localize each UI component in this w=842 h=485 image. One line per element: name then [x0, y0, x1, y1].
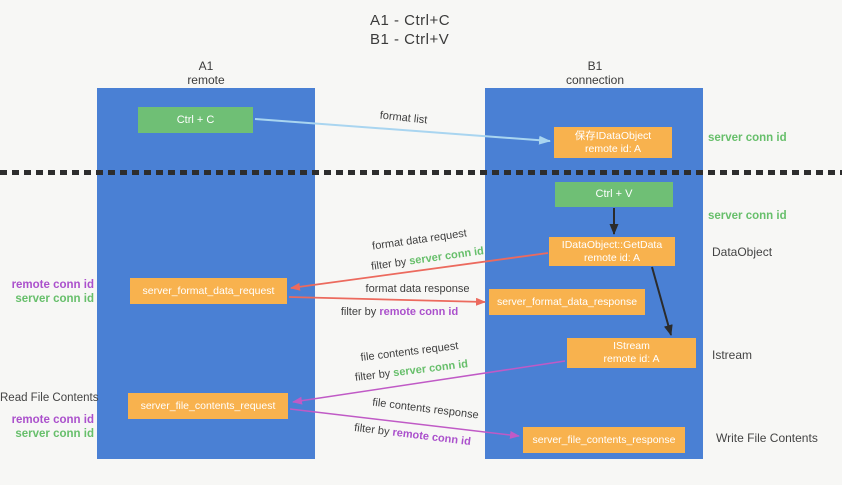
column-a1-name: A1 [198, 59, 214, 73]
conn-id-block-format: remote conn id server conn id [0, 278, 94, 306]
node-server-format-data-response-label: server_format_data_response [496, 295, 638, 308]
label-istream: Istream [712, 348, 753, 362]
node-idataobject-getdata-line2: remote id: A [583, 251, 641, 264]
label-server-conn-id-right-1: server conn id [708, 132, 787, 144]
filter-by-text: filter by [370, 256, 408, 273]
node-ctrl-c-label: Ctrl + C [176, 113, 215, 126]
node-istream-line2: remote id: A [603, 353, 660, 365]
node-idataobject-getdata: IDataObject::GetData remote id: A [549, 237, 675, 266]
session-separator-line [0, 170, 842, 175]
node-server-file-contents-request: server_file_contents_request [128, 393, 288, 419]
label-format-data-response: format data response [365, 283, 470, 295]
filter-by-text: filter by [353, 421, 391, 439]
node-server-file-contents-response-label: server_file_contents_response [532, 433, 676, 446]
node-server-format-data-request-label: server_format_data_request [142, 284, 275, 297]
remote-conn-id-text: remote conn id [379, 306, 459, 318]
label-filter-by-remote-conn-id-1: filter by remote conn id [312, 306, 487, 318]
server-conn-id-text: server conn id [15, 428, 94, 440]
node-server-format-data-request: server_format_data_request [130, 278, 287, 304]
label-dataobject: DataObject [712, 245, 773, 259]
server-conn-id-text: server conn id [408, 245, 485, 268]
node-server-file-contents-response: server_file_contents_response [523, 427, 685, 453]
node-istream-line1: IStream [613, 340, 650, 352]
remote-conn-id-text: remote conn id [11, 279, 94, 291]
column-b1-subtitle: connection [565, 73, 625, 87]
node-ctrl-v-label: Ctrl + V [595, 188, 633, 200]
node-server-file-contents-request-label: server_file_contents_request [140, 399, 276, 412]
node-save-idataobject-line2: remote id: A [584, 142, 642, 155]
node-save-idataobject: 保存IDataObject remote id: A [554, 127, 672, 158]
conn-id-block-file: remote conn id server conn id [0, 413, 94, 441]
filter-by-text: filter by [354, 367, 391, 384]
column-header-b1: B1 connection [535, 59, 655, 87]
title-line-2: B1 - Ctrl+V [370, 31, 450, 48]
format-data-response-arrow [288, 296, 486, 306]
node-ctrl-v: Ctrl + V [555, 182, 673, 207]
column-header-a1: A1 remote [146, 59, 266, 87]
diagram-title: A1 - Ctrl+C B1 - Ctrl+V [370, 11, 450, 49]
label-server-conn-id-right-2: server conn id [708, 210, 787, 222]
filter-by-text: filter by [340, 306, 377, 318]
server-conn-id-text: server conn id [392, 358, 469, 380]
label-format-list: format list [379, 109, 428, 127]
remote-conn-id-text: remote conn id [11, 414, 94, 426]
remote-conn-id-text: remote conn id [391, 426, 472, 449]
node-server-format-data-response: server_format_data_response [489, 289, 645, 315]
node-ctrl-c: Ctrl + C [138, 107, 253, 133]
node-idataobject-getdata-line1: IDataObject::GetData [561, 238, 663, 251]
column-b1-name: B1 [587, 59, 603, 73]
node-istream: IStream remote id: A [567, 338, 696, 368]
label-write-file-contents: Write File Contents [716, 431, 818, 445]
server-conn-id-text: server conn id [15, 293, 94, 305]
node-save-idataobject-line1: 保存IDataObject [574, 129, 652, 142]
title-line-1: A1 - Ctrl+C [370, 12, 451, 29]
column-a1-subtitle: remote [187, 73, 225, 87]
label-read-file-contents: Read File Contents [0, 392, 99, 404]
label-filter-by-remote-conn-id-2: filter by remote conn id [325, 418, 500, 451]
